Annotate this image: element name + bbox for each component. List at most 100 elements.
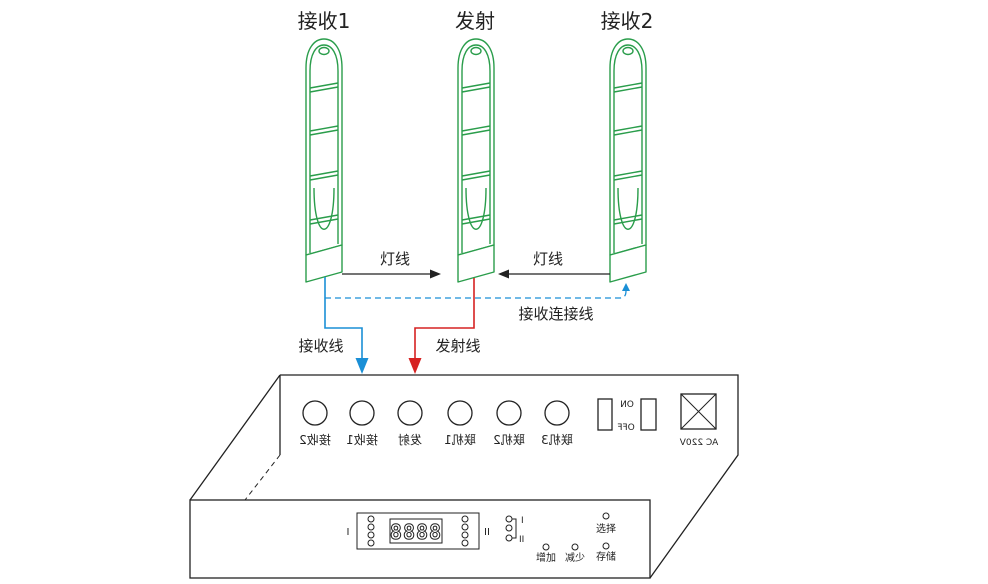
indicator-label-1: I: [521, 516, 524, 526]
channel-indicators: I II: [505, 515, 524, 545]
receiver-link-wire: 接收连接线: [325, 283, 630, 323]
control-box-outline: [189, 374, 739, 579]
led-indicator: [461, 531, 469, 539]
antenna-label-transmitter: 发射: [455, 9, 495, 33]
receiver-link-label: 接收连接线: [518, 305, 593, 323]
switch-left-rocker: [597, 398, 613, 431]
led-indicator: [461, 523, 469, 531]
led-indicator: [367, 523, 375, 531]
antenna-receiver-1: [305, 38, 343, 283]
button-store-label: 存储: [596, 550, 616, 563]
button-store-knob: [602, 542, 610, 550]
port-socket: [302, 400, 328, 426]
antenna-inner-frame: [461, 44, 491, 253]
antenna-label-receiver-2: 接收2: [601, 9, 654, 33]
antenna-outer-frame: [457, 38, 495, 256]
indicator-label-2: II: [519, 535, 524, 545]
led-indicator: [461, 515, 469, 523]
port-label: 接收1: [346, 432, 378, 447]
port-socket: [349, 400, 375, 426]
antenna-inner-frame: [613, 44, 643, 253]
light-wire-right-arrowhead: [498, 269, 509, 279]
seven-segment-display: [389, 518, 443, 544]
rear-panel: 接收2 接收1 发射 联机1 联机2 联机3: [299, 393, 718, 448]
port-socket: [397, 400, 423, 426]
receiver-cable-label: 接收线: [298, 337, 343, 355]
indicator-led-1: [505, 515, 513, 523]
antenna-base: [457, 244, 495, 283]
light-wire-left-arrowhead: [430, 269, 441, 279]
port-label: 发射: [398, 432, 422, 447]
switch-off-label: OFF: [617, 423, 634, 433]
power-inlet-socket: [680, 393, 717, 430]
switch-on-label: ON: [620, 400, 634, 410]
port-transmitter: 发射: [397, 400, 423, 447]
control-box-hidden-edge: [244, 454, 281, 501]
power-inlet: AC 220V: [679, 393, 718, 448]
control-box-front-face: [189, 499, 651, 579]
power-switch: ON OFF: [597, 398, 657, 433]
port-socket: [544, 400, 570, 426]
button-decrease-knob: [571, 543, 579, 551]
button-increase-knob: [542, 543, 550, 551]
led-indicator: [367, 531, 375, 539]
button-select-label: 选择: [596, 522, 616, 535]
light-wire-left-label: 灯线: [380, 250, 410, 268]
antenna-crossbars: [461, 82, 491, 225]
antenna-inner-loop: [617, 187, 639, 230]
display-digits: 8888: [390, 520, 442, 544]
receiver-link-dashed-line: [325, 290, 627, 299]
antenna-base: [305, 244, 343, 283]
antenna-inner-frame: [309, 44, 339, 253]
receiver-cable-arrowhead: [355, 358, 369, 374]
power-inlet-cross: [680, 393, 717, 430]
port-link-1: 联机1: [444, 400, 476, 447]
button-select: 选择: [596, 512, 616, 535]
antenna-top-cap: [470, 46, 482, 56]
antenna-transmitter: [457, 38, 495, 283]
light-wire-right: 灯线: [498, 250, 610, 279]
antenna-receiver-2: [609, 38, 647, 283]
control-box: 接收2 接收1 发射 联机1 联机2 联机3: [189, 374, 739, 579]
antenna-crossbars: [613, 82, 643, 225]
display-frame: [356, 512, 480, 550]
button-increase: 增加: [536, 543, 556, 564]
indicator-led-3: [505, 534, 513, 542]
port-label: 联机3: [541, 433, 573, 447]
receiver-link-arrowhead: [622, 283, 630, 291]
led-indicator: [461, 539, 469, 547]
switch-right-rocker: [640, 398, 657, 431]
antenna-top-cap: [318, 46, 330, 56]
button-decrease: 减少: [565, 543, 585, 564]
port-label: 联机2: [493, 433, 525, 447]
light-wire-right-label: 灯线: [533, 250, 563, 268]
antenna-inner-loop: [313, 187, 335, 230]
power-inlet-label: AC 220V: [679, 438, 718, 448]
receiver-cable-line: [324, 277, 363, 360]
antenna-outer-frame: [609, 38, 647, 256]
port-label: 联机1: [444, 433, 476, 447]
led-column-right: [461, 515, 469, 547]
indicator-bracket: [512, 518, 517, 539]
indicator-led-2: [505, 524, 513, 532]
transmitter-cable-label: 发射线: [435, 337, 480, 355]
antenna-outer-frame: [305, 38, 343, 256]
antenna-base: [609, 244, 647, 283]
front-panel: I 8888 II I: [347, 512, 616, 564]
port-receiver-1: 接收1: [346, 400, 378, 447]
antenna-inner-loop: [465, 187, 487, 230]
receiver-cable: 接收线: [298, 277, 369, 374]
transmitter-cable-arrowhead: [408, 358, 422, 374]
port-socket: [447, 400, 473, 426]
port-link-2: 联机2: [493, 400, 525, 447]
button-decrease-label: 减少: [565, 552, 585, 564]
antenna-top-cap: [622, 46, 634, 56]
transmitter-cable: 发射线: [408, 278, 481, 374]
button-store: 存储: [596, 542, 616, 563]
port-receiver-2: 接收2: [299, 400, 331, 447]
channel-right-label: II: [484, 527, 490, 538]
button-increase-label: 增加: [536, 551, 556, 564]
port-socket: [496, 400, 522, 426]
led-indicator: [367, 515, 375, 523]
